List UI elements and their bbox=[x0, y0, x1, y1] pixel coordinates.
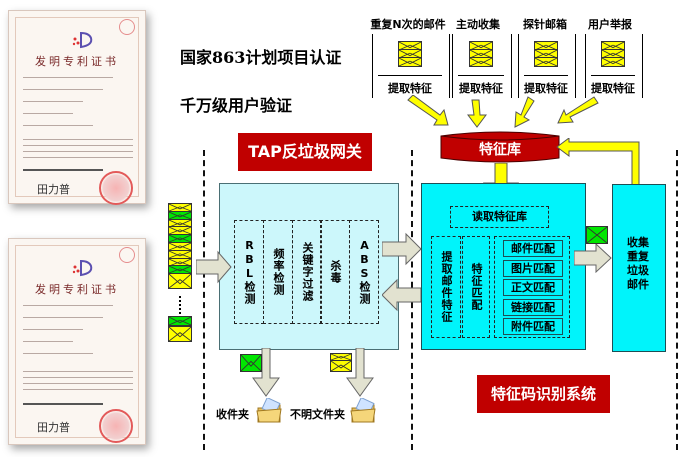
extract-features-label: 提取特征 bbox=[459, 82, 503, 95]
extract-features-label: 提取特征 bbox=[591, 82, 635, 95]
match-item: 附件匹配 bbox=[503, 318, 563, 335]
source-label-repeated-mail: 重复N次的邮件 bbox=[370, 18, 446, 31]
mail-icon bbox=[168, 326, 192, 342]
database-cylinder-icon bbox=[440, 131, 560, 163]
inbox-folder-label[interactable]: 收件夹 bbox=[216, 408, 249, 421]
source-label-active-collection: 主动收集 bbox=[456, 18, 500, 31]
match-item: 链接匹配 bbox=[503, 298, 563, 316]
recognition-system-title: 特征码识别系统 bbox=[477, 375, 610, 413]
certificate-title: 发明专利证书 bbox=[35, 283, 119, 296]
spam-mail-icon bbox=[398, 57, 422, 67]
divider bbox=[524, 75, 568, 76]
source-label-user-report: 用户举报 bbox=[588, 18, 632, 31]
spam-mail-icon bbox=[534, 57, 558, 67]
source-arrows bbox=[407, 95, 599, 128]
extract-features-label: 提取特征 bbox=[388, 82, 432, 95]
certificate-signature: 田力普 bbox=[37, 421, 70, 434]
headline-863-project: 国家863计划项目认证 bbox=[180, 48, 342, 67]
match-item: 正文匹配 bbox=[503, 279, 563, 296]
headline-user-verification: 千万级用户验证 bbox=[180, 96, 293, 115]
gateway-stage: 频率检测 bbox=[263, 220, 293, 324]
official-seal-icon bbox=[99, 409, 133, 443]
source-column bbox=[372, 34, 450, 98]
certificate-signature: 田力普 bbox=[37, 183, 70, 196]
collector-box bbox=[612, 184, 666, 352]
feature-database: 特征库 bbox=[440, 130, 560, 164]
feedback-arrow bbox=[556, 138, 640, 187]
to-recognition-arrow bbox=[382, 232, 422, 266]
gateway-stage: RBL检测 bbox=[234, 220, 264, 324]
source-column bbox=[518, 34, 576, 98]
match-item: 图片匹配 bbox=[503, 259, 563, 277]
arrow-icon bbox=[467, 99, 487, 128]
unknown-folder-arrow bbox=[346, 348, 374, 397]
spam-mail-icon bbox=[586, 226, 608, 244]
inbound-arrow bbox=[196, 250, 232, 284]
unknown-folder-label[interactable]: 不明文件夹 bbox=[290, 408, 345, 421]
divider bbox=[591, 75, 635, 76]
gateway-stage: ABS检测 bbox=[349, 220, 379, 324]
to-collector-arrow bbox=[574, 243, 612, 273]
gateway-box bbox=[219, 183, 399, 350]
feature-match-step: 特征匹配 bbox=[462, 236, 490, 338]
extract-features-step: 提取邮件特征 bbox=[431, 236, 461, 338]
extract-features-label: 提取特征 bbox=[524, 82, 568, 95]
divider bbox=[378, 75, 442, 76]
gateway-stage: 杀毒 bbox=[320, 220, 350, 324]
divider bbox=[676, 150, 678, 450]
divider bbox=[458, 75, 504, 76]
folder-icon[interactable] bbox=[350, 398, 376, 424]
folder-icon[interactable] bbox=[256, 398, 282, 424]
spam-mail-icon bbox=[601, 57, 625, 67]
source-label-probe-mailbox: 探针邮箱 bbox=[523, 18, 567, 31]
patent-office-logo-icon bbox=[72, 31, 93, 49]
feature-database-label: 特征库 bbox=[479, 142, 521, 158]
inbox-arrow bbox=[252, 348, 280, 397]
from-recognition-arrow bbox=[382, 278, 422, 312]
arrow-icon bbox=[557, 96, 599, 124]
source-column bbox=[585, 34, 643, 98]
certificate-title: 发明专利证书 bbox=[35, 55, 119, 68]
ellipsis-icon bbox=[179, 296, 181, 314]
arrow-icon bbox=[407, 95, 449, 126]
spam-mail-icon bbox=[469, 57, 493, 67]
mail-icon bbox=[330, 360, 352, 372]
mail-icon bbox=[168, 273, 192, 289]
gateway-title: TAP反垃圾网关 bbox=[238, 133, 372, 171]
gateway-stage: 关键字过滤 bbox=[292, 220, 322, 324]
divider bbox=[203, 150, 205, 450]
source-column bbox=[452, 34, 512, 98]
patent-certificate-1: 发明专利证书 田力普 bbox=[8, 10, 146, 205]
match-items-group bbox=[494, 236, 570, 338]
arrow-icon bbox=[514, 96, 535, 128]
read-db-step: 读取特征库 bbox=[450, 206, 549, 228]
patent-office-logo-icon bbox=[72, 259, 93, 277]
mail-icon bbox=[168, 316, 192, 326]
collector-label: 收集重复垃圾邮件 bbox=[627, 236, 649, 291]
match-item: 邮件匹配 bbox=[503, 240, 563, 257]
patent-certificate-2: 发明专利证书 田力普 bbox=[8, 238, 146, 445]
official-seal-icon bbox=[99, 171, 133, 205]
mail-icon bbox=[240, 354, 262, 372]
